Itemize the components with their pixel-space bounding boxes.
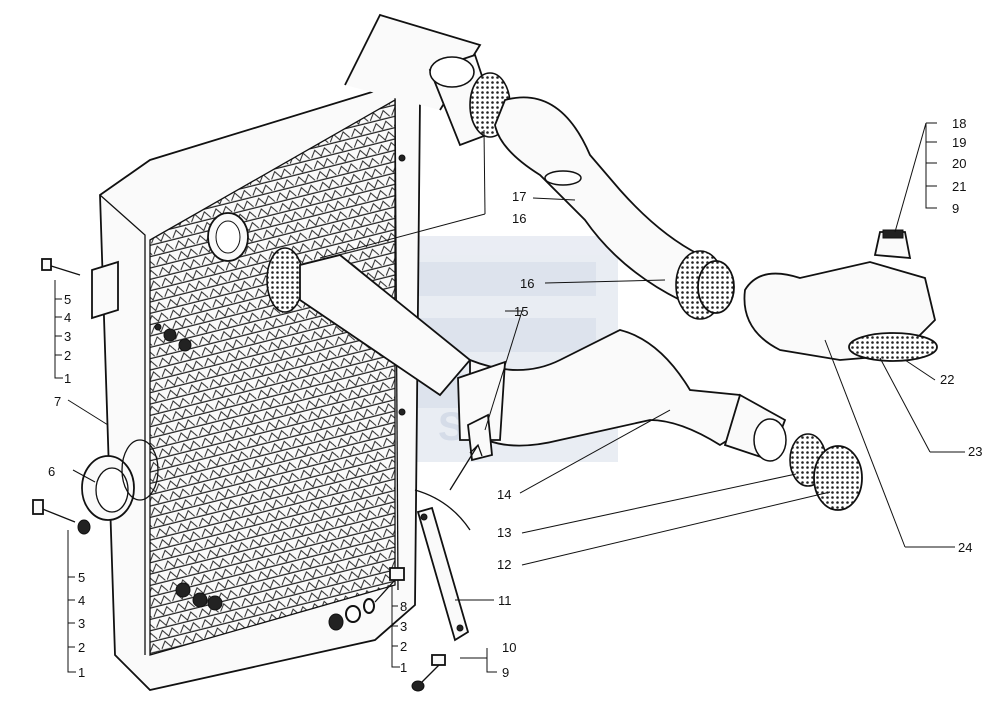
callout-22: 22 bbox=[940, 372, 954, 387]
callout-23: 23 bbox=[968, 444, 982, 459]
bolt-lower-left bbox=[32, 499, 91, 535]
callout-1b: 1 bbox=[78, 665, 85, 680]
callout-7: 7 bbox=[54, 394, 61, 409]
callout-9a: 9 bbox=[952, 201, 959, 216]
radiator bbox=[99, 13, 482, 691]
callout-8: 8 bbox=[400, 599, 407, 614]
bracket bbox=[414, 443, 483, 642]
callout-3b: 3 bbox=[78, 616, 85, 631]
callout-16a: 16 bbox=[512, 211, 526, 226]
callout-6: 6 bbox=[48, 464, 55, 479]
coupling bbox=[789, 433, 863, 511]
callout-16b: 16 bbox=[520, 276, 534, 291]
callout-4a: 4 bbox=[64, 310, 71, 325]
callout-24: 24 bbox=[958, 540, 972, 555]
callout-19: 19 bbox=[952, 135, 966, 150]
callout-3a: 3 bbox=[64, 329, 71, 344]
leader-lines bbox=[54, 122, 965, 673]
callout-2b: 2 bbox=[78, 640, 85, 655]
callout-4b: 4 bbox=[78, 593, 85, 608]
upper-hose bbox=[428, 53, 735, 320]
callout-1a: 1 bbox=[64, 371, 71, 386]
callout-2a: 2 bbox=[64, 348, 71, 363]
callout-2c: 2 bbox=[400, 639, 407, 654]
callout-9b: 9 bbox=[502, 665, 509, 680]
bolt-set-bottom bbox=[328, 567, 446, 692]
callout-1c: 1 bbox=[400, 660, 407, 675]
callout-3c: 3 bbox=[400, 619, 407, 634]
callout-10: 10 bbox=[502, 640, 516, 655]
callout-11: 11 bbox=[498, 593, 512, 608]
callout-14: 14 bbox=[497, 487, 511, 502]
callout-20: 20 bbox=[952, 156, 966, 171]
mounting-ring bbox=[81, 439, 159, 521]
callout-13: 13 bbox=[497, 525, 511, 540]
elbow-housing bbox=[743, 229, 938, 362]
callout-5a: 5 bbox=[64, 292, 71, 307]
callout-18: 18 bbox=[952, 116, 966, 131]
callout-12: 12 bbox=[497, 557, 511, 572]
callout-17: 17 bbox=[512, 189, 526, 204]
callout-labels: 5 4 3 2 1 7 6 5 4 3 2 1 8 3 2 1 11 10 9 … bbox=[48, 116, 982, 680]
bolt-upper-left bbox=[41, 258, 119, 320]
callout-21: 21 bbox=[952, 179, 966, 194]
callout-5b: 5 bbox=[78, 570, 85, 585]
lower-pipe bbox=[266, 247, 787, 462]
callout-15: 15 bbox=[514, 304, 528, 319]
